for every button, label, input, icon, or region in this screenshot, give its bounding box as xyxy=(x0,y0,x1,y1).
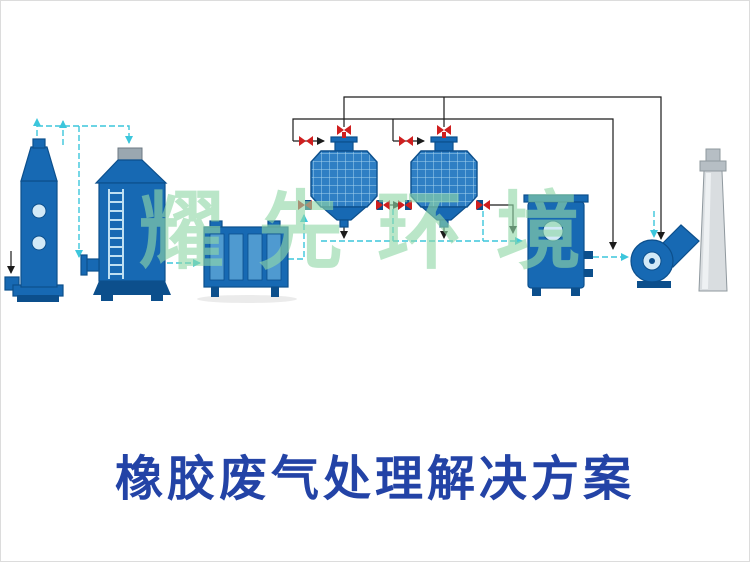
valve-icon xyxy=(299,136,313,146)
centrifugal-fan xyxy=(630,224,700,288)
spray-tower xyxy=(4,138,64,302)
packed-scrubber-tower xyxy=(80,147,171,301)
valve-icon xyxy=(437,125,451,135)
activated-carbon-drum-2 xyxy=(405,136,483,228)
valve-icon xyxy=(399,136,413,146)
valve-icon xyxy=(376,200,390,210)
page-title: 橡胶废气处理解决方案 xyxy=(114,451,635,507)
uv-photolysis-unit xyxy=(197,220,297,303)
valve-icon xyxy=(337,125,351,135)
valve-icon xyxy=(342,132,346,138)
valve-icon xyxy=(298,200,312,210)
valve-icon xyxy=(442,132,446,138)
valve-icon xyxy=(476,200,490,210)
ladder-icon xyxy=(108,189,124,279)
exhaust-chimney xyxy=(698,148,728,292)
activated-carbon-drum-1 xyxy=(305,136,383,228)
water-tank xyxy=(523,194,593,296)
valve-icon xyxy=(398,200,412,210)
valves xyxy=(298,125,490,210)
